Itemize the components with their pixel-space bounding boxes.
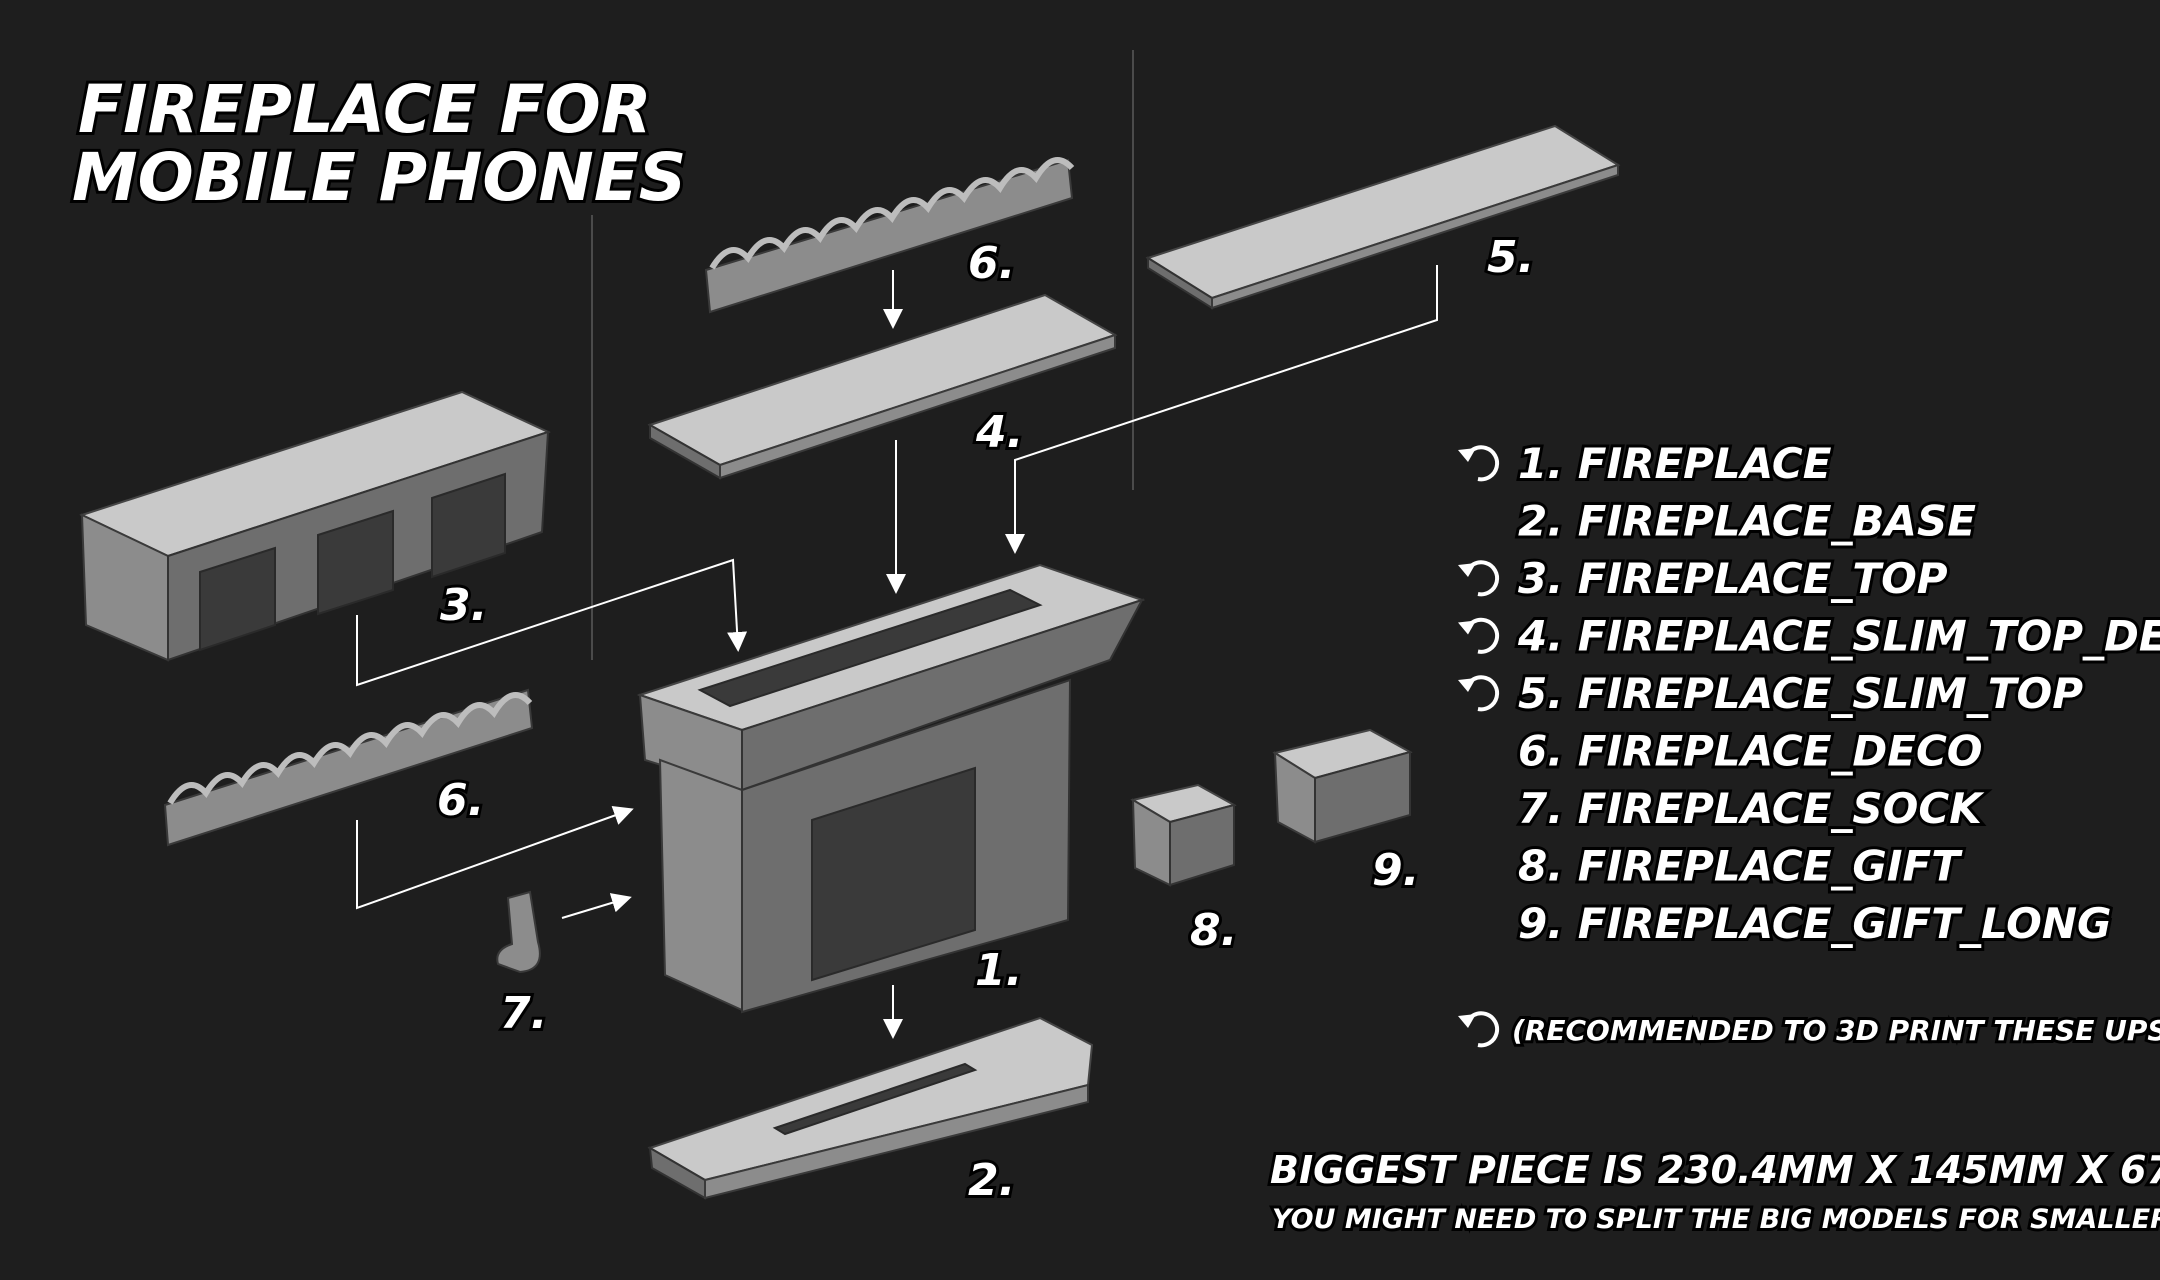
legend-item: 5. FIREPLACE_SLIM_TOP (1458, 666, 2086, 721)
part-2-fireplace-base (647, 1016, 1094, 1200)
legend-item-label: 9. FIREPLACE_GIFT_LONG (1518, 899, 2111, 948)
split-note-text: YOU MIGHT NEED TO SPLIT THE BIG MODELS F… (1272, 1204, 2160, 1235)
legend-item-label: 3. FIREPLACE_TOP (1518, 554, 1948, 603)
legend-item: 2. FIREPLACE_BASE (1515, 494, 1979, 549)
legend-item-label: 8. FIREPLACE_GIFT (1518, 842, 1963, 891)
part-label-5: 5. (1487, 232, 1534, 283)
part-label-1: 1. (975, 945, 1022, 996)
rotate-icon (1458, 1011, 1500, 1048)
part-4-fireplace-slim-top-deco (647, 293, 1118, 480)
legend-item-label: 5. FIREPLACE_SLIM_TOP (1518, 669, 2083, 718)
part-9-fireplace-gift-long (1272, 728, 1413, 844)
part-6-fireplace-deco-upper (704, 157, 1075, 314)
page-title: FIREPLACE FOR MOBILE PHONES (69, 68, 689, 219)
legend: 1. FIREPLACE 2. FIREPLACE_BASE 3. FIREPLAC… (1458, 436, 2160, 951)
legend-item: 3. FIREPLACE_TOP (1458, 551, 1951, 606)
assembly-guides (356, 265, 1438, 1039)
part-label-7: 7. (500, 988, 547, 1039)
part-label-4: 4. (975, 407, 1023, 458)
part-label-9: 9. (1372, 845, 1419, 896)
part-label-8: 8. (1190, 905, 1237, 956)
legend-note: (RECOMMENDED TO 3D PRINT THESE UPSIDE DO… (1458, 1011, 2160, 1050)
part-8-fireplace-gift (1130, 783, 1237, 887)
part-3-fireplace-top (79, 390, 551, 662)
footer: BIGGEST PIECE IS 230.4MM X 145MM X 67.2M… (1267, 1145, 2160, 1238)
part-5-fireplace-slim-top (1145, 124, 1621, 310)
legend-item: 1. FIREPLACE (1458, 436, 1835, 491)
svg-text:FIREPLACE FOR: FIREPLACE FOR (78, 71, 652, 148)
part-7-fireplace-sock (496, 890, 541, 974)
part-label-6-lower: 6. (437, 775, 484, 826)
rotate-icon (1458, 445, 1500, 482)
legend-item: 9. FIREPLACE_GIFT_LONG (1515, 896, 2114, 951)
rotate-icon (1458, 617, 1500, 654)
part-1-fireplace (636, 563, 1146, 1014)
legend-item: 7. FIREPLACE_SOCK (1515, 781, 1988, 836)
legend-note-text: (RECOMMENDED TO 3D PRINT THESE UPSIDE DO… (1512, 1014, 2160, 1047)
part-label-6-upper: 6. (968, 238, 1015, 289)
svg-text:MOBILE PHONES: MOBILE PHONES (72, 139, 686, 216)
part-label-3: 3. (440, 580, 487, 631)
legend-item-label: 1. FIREPLACE (1518, 439, 1832, 488)
legend-item-label: 7. FIREPLACE_SOCK (1518, 784, 1985, 833)
rotate-icon (1458, 560, 1500, 597)
legend-item-label: 6. FIREPLACE_DECO (1518, 727, 1983, 776)
legend-item: 6. FIREPLACE_DECO (1515, 724, 1986, 779)
legend-item-label: 2. FIREPLACE_BASE (1518, 497, 1976, 546)
legend-item: 4. FIREPLACE_SLIM_TOP_DECO (1458, 609, 2160, 664)
legend-item-label: 4. FIREPLACE_SLIM_TOP_DECO (1517, 612, 2160, 661)
part-label-2: 2. (968, 1155, 1015, 1206)
part-6-fireplace-deco-lower (163, 688, 534, 847)
biggest-piece-text: BIGGEST PIECE IS 230.4MM X 145MM X 67.2M… (1270, 1148, 2160, 1192)
legend-item: 8. FIREPLACE_GIFT (1515, 839, 1966, 894)
rotate-icon (1458, 675, 1500, 712)
